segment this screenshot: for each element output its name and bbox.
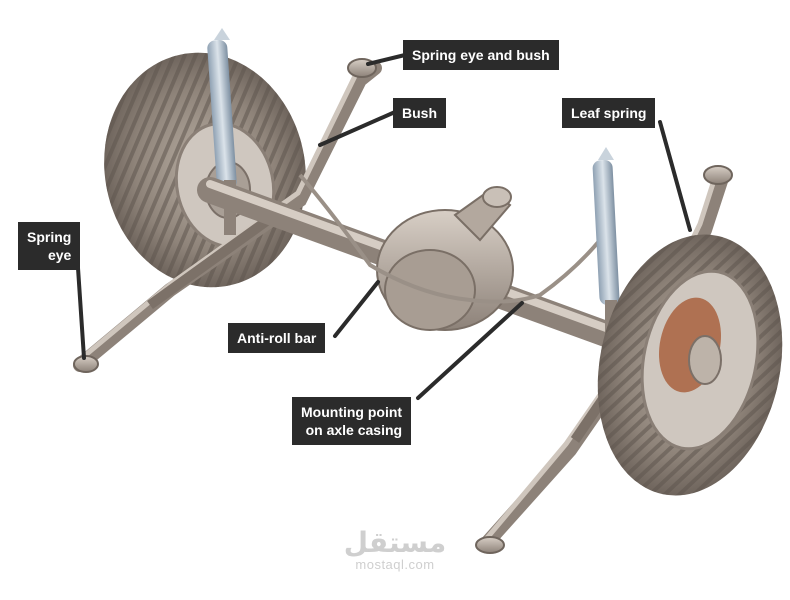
label-mounting-point-line2: on axle casing bbox=[305, 422, 403, 438]
label-anti-roll-bar: Anti-roll bar bbox=[228, 323, 326, 353]
label-spring-eye-line2: eye bbox=[47, 247, 72, 263]
watermark-latin: mostaql.com bbox=[355, 557, 435, 572]
label-spring-eye-and-bush-text: Spring eye and bush bbox=[412, 47, 550, 63]
leader-anti-roll-bar bbox=[333, 280, 380, 338]
label-spring-eye-line1: Spring bbox=[27, 229, 72, 245]
leader-leaf-spring bbox=[658, 120, 692, 232]
label-bush-text: Bush bbox=[402, 105, 437, 121]
label-leaf-spring: Leaf spring bbox=[562, 98, 656, 128]
label-bush: Bush bbox=[393, 98, 446, 128]
watermark: مستقل mostaql.com bbox=[330, 528, 460, 572]
leader-lines bbox=[76, 53, 692, 400]
label-mounting-point: Mounting point on axle casing bbox=[292, 397, 412, 445]
watermark-arabic: مستقل bbox=[343, 526, 447, 559]
leader-bush bbox=[318, 110, 397, 147]
label-spring-eye: Spring eye bbox=[18, 222, 81, 270]
label-leaf-spring-text: Leaf spring bbox=[571, 105, 647, 121]
leader-spring-eye bbox=[76, 266, 86, 360]
label-anti-roll-bar-text: Anti-roll bar bbox=[237, 330, 317, 346]
left-leaf-spring bbox=[73, 58, 382, 373]
label-mounting-point-line1: Mounting point bbox=[301, 404, 403, 420]
leader-mounting-point bbox=[416, 301, 524, 400]
anti-roll-bar bbox=[298, 173, 602, 304]
leader-spring-eye-and-bush bbox=[366, 53, 407, 66]
label-spring-eye-and-bush: Spring eye and bush bbox=[403, 40, 559, 70]
right-wheel bbox=[597, 234, 783, 496]
